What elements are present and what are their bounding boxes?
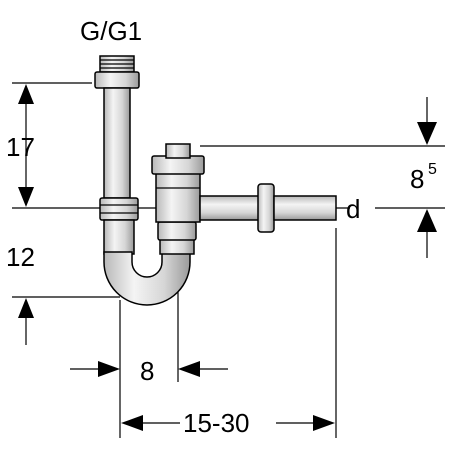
diameter-label: d (346, 194, 360, 224)
u-bend (103, 251, 191, 306)
arrow-up-icon (18, 84, 34, 104)
height-upper-label: 17 (6, 132, 35, 162)
pipe-spacing-label: 8 (140, 356, 154, 386)
dimension-12 (18, 298, 34, 345)
arrow-down-icon (18, 187, 34, 207)
reference-lines (12, 82, 445, 438)
outlet-flange (257, 183, 275, 233)
arrow-right-icon (313, 415, 335, 431)
arrow-left-icon (121, 415, 143, 431)
arrow-left-icon (178, 361, 200, 377)
arrow-up-icon (417, 209, 437, 232)
height-lower-label: 12 (6, 242, 35, 272)
offset-label: 8 (410, 164, 424, 194)
left-leg (103, 219, 135, 255)
left-nut (99, 197, 139, 221)
thread-label: G/G1 (80, 16, 142, 46)
outlet-tail (273, 195, 337, 221)
inlet-pipe (103, 87, 131, 199)
right-nut-lower (157, 221, 197, 241)
arrow-up-icon (18, 298, 34, 318)
outlet-pipe (199, 195, 261, 221)
arrow-right-icon (98, 361, 120, 377)
right-body (155, 171, 201, 223)
inlet-collar (94, 71, 140, 89)
arrow-down-icon (417, 122, 437, 145)
dimension-17 (18, 84, 34, 207)
dimension-8-5 (417, 97, 437, 258)
right-cap (165, 143, 191, 159)
dimension-8 (70, 361, 228, 377)
siphon-trap (94, 55, 337, 306)
offset-superscript: 5 (428, 161, 437, 178)
dimension-15-30 (121, 415, 335, 431)
range-label: 15-30 (183, 408, 250, 438)
